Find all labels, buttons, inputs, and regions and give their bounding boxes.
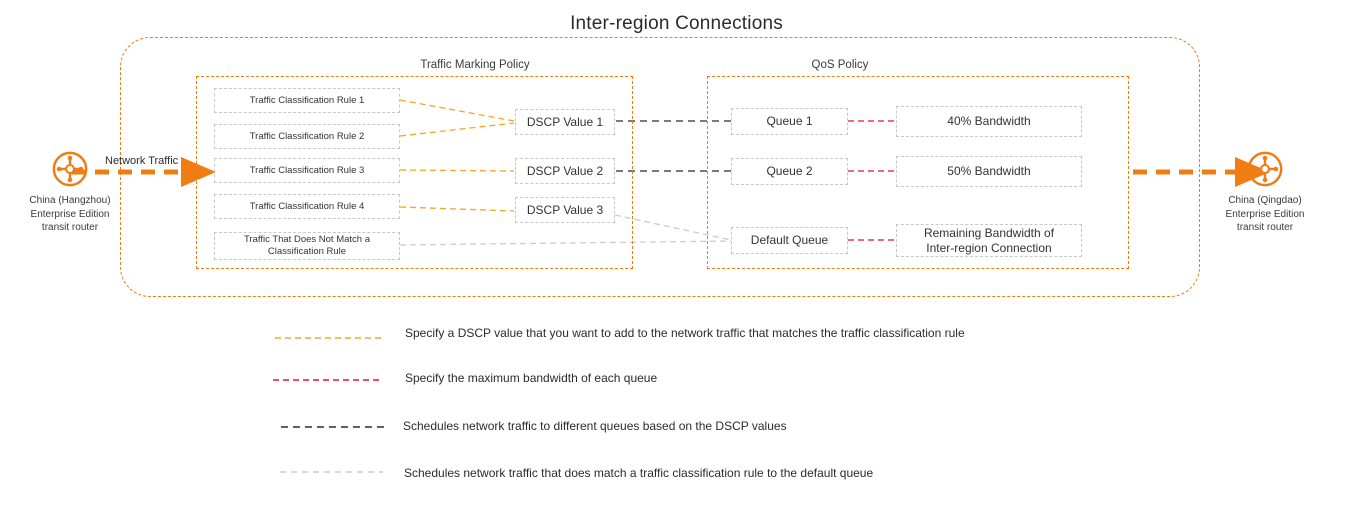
inter-region-frame <box>120 37 1200 297</box>
traffic-classification-rule-4-label: Traffic Classification Rule 4 <box>249 200 365 212</box>
legend-item-default-text: Schedules network traffic that does matc… <box>404 466 874 480</box>
destination-router-label-line3: transit router <box>1236 222 1294 233</box>
traffic-classification-rule-2-box[interactable]: Traffic Classification Rule 2 <box>214 124 400 149</box>
destination-router-label-line2: Enterprise Edition <box>1225 208 1305 220</box>
dscp-value-2-label: DSCP Value 2 <box>526 163 604 178</box>
dscp-value-1-box[interactable]: DSCP Value 1 <box>515 109 615 135</box>
queue-1-label: Queue 1 <box>766 114 813 128</box>
source-transit-router[interactable]: China (Hangzhou) Enterprise Edition tran… <box>10 150 130 235</box>
source-router-label-line3: transit router <box>41 222 99 233</box>
dscp-value-3-box[interactable]: DSCP Value 3 <box>515 197 615 223</box>
queue-2-label: Queue 2 <box>766 164 813 178</box>
bandwidth-3-label-line2: Inter-region Connection <box>926 240 1052 255</box>
destination-transit-router[interactable]: China (Qingdao) Enterprise Edition trans… <box>1205 150 1325 235</box>
traffic-classification-rule-3-box[interactable]: Traffic Classification Rule 3 <box>214 158 400 183</box>
unmatched-traffic-label-line2: Classification Rule <box>267 246 347 257</box>
network-traffic-label: Network Traffic <box>105 155 179 167</box>
qos-policy-frame <box>707 76 1129 269</box>
dscp-value-2-box[interactable]: DSCP Value 2 <box>515 158 615 184</box>
legend-item-bandwidth-text: Specify the maximum bandwidth of each qu… <box>405 371 658 385</box>
legend-item-queue-text: Schedules network traffic to different q… <box>403 419 787 433</box>
unmatched-traffic-label-line1: Traffic That Does Not Match a <box>243 234 370 246</box>
legend-item-marking-text: Specify a DSCP value that you want to ad… <box>405 326 965 340</box>
page-title: Inter-region Connections <box>570 13 783 34</box>
traffic-classification-rule-4-box[interactable]: Traffic Classification Rule 4 <box>214 194 400 219</box>
bandwidth-2-box[interactable]: 50% Bandwidth <box>896 156 1082 187</box>
destination-router-label-line1: China (Qingdao) <box>1228 195 1302 206</box>
traffic-marking-policy-frame <box>196 76 633 269</box>
queue-1-box[interactable]: Queue 1 <box>731 108 848 135</box>
source-router-label-line1: China (Hangzhou) <box>29 195 111 206</box>
queue-2-box[interactable]: Queue 2 <box>731 158 848 185</box>
traffic-classification-rule-1-box[interactable]: Traffic Classification Rule 1 <box>214 88 400 113</box>
dscp-value-1-label: DSCP Value 1 <box>526 114 604 129</box>
bandwidth-1-label: 40% Bandwidth <box>947 114 1031 128</box>
dscp-value-3-label: DSCP Value 3 <box>526 202 604 217</box>
transit-router-icon <box>1247 151 1283 187</box>
bandwidth-3-label-line1: Remaining Bandwidth of <box>923 225 1055 240</box>
source-router-label-line2: Enterprise Edition <box>30 208 110 220</box>
default-queue-box[interactable]: Default Queue <box>731 227 848 254</box>
default-queue-label: Default Queue <box>750 233 829 247</box>
transit-router-icon <box>52 151 88 187</box>
traffic-marking-policy-caption: Traffic Marking Policy <box>420 59 530 71</box>
bandwidth-1-box[interactable]: 40% Bandwidth <box>896 106 1082 137</box>
qos-policy-caption: QoS Policy <box>811 59 869 71</box>
bandwidth-3-box[interactable]: Remaining Bandwidth of Inter-region Conn… <box>896 224 1082 257</box>
traffic-classification-rule-1-label: Traffic Classification Rule 1 <box>249 94 365 106</box>
traffic-classification-rule-2-label: Traffic Classification Rule 2 <box>249 130 365 142</box>
bandwidth-2-label: 50% Bandwidth <box>947 164 1031 178</box>
unmatched-traffic-box[interactable]: Traffic That Does Not Match a Classifica… <box>214 232 400 260</box>
traffic-classification-rule-3-label: Traffic Classification Rule 3 <box>249 164 365 176</box>
